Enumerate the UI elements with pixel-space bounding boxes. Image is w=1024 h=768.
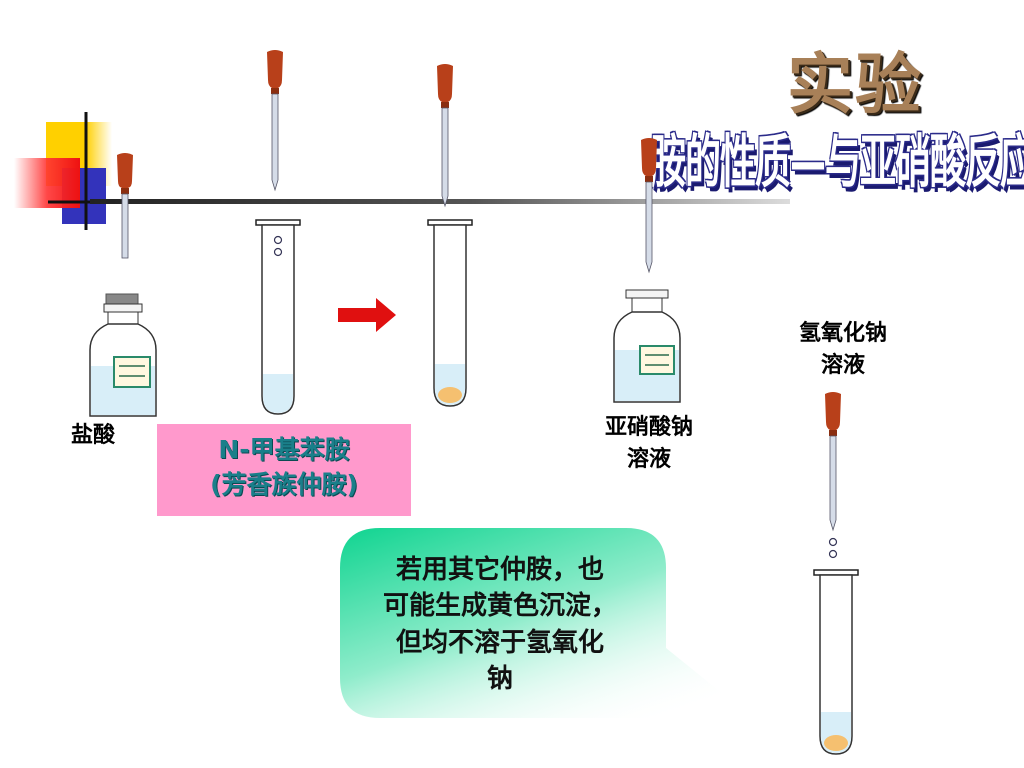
yellow-precipitate (438, 387, 462, 403)
dropper-icon (267, 50, 283, 192)
callout-line: 若用其它仲胺，也 (395, 555, 604, 585)
callout-line: 但均不溶于氢氧化 (395, 627, 604, 658)
callout-text: 若用其它仲胺，也 可能生成黄色沉淀， 但均不溶于氢氧化 钠 (350, 552, 650, 698)
reagent-bottle-icon (613, 289, 681, 403)
label-sodium-hydroxide-line1: 氢氧化钠 (798, 321, 887, 346)
label-sodium-nitrite-line1: 亚硝酸钠 (604, 415, 693, 440)
page-title: 实验 (787, 46, 923, 123)
callout-line: 钠 (486, 664, 513, 695)
test-tube-icon (813, 569, 859, 755)
dropper-icon (641, 138, 657, 274)
corner-decoration (14, 112, 118, 230)
test-tube-icon (427, 219, 473, 407)
header-line (90, 199, 790, 204)
compound-class: (芳香族仲胺) (210, 470, 358, 499)
callout-bubble (340, 528, 760, 724)
compound-label-box: N-甲基苯胺 (芳香族仲胺) (157, 424, 411, 516)
test-tube-icon (255, 219, 301, 415)
red-arrow-icon (338, 298, 396, 332)
label-sodium-nitrite: 亚硝酸钠 溶液 (582, 412, 716, 476)
callout-line: 可能生成黄色沉淀， (382, 591, 617, 622)
label-sodium-hydroxide-line2: 溶液 (820, 352, 865, 378)
red-square (14, 158, 80, 208)
label-hydrochloric-acid: 盐酸 (70, 423, 115, 448)
compound-name: N-甲基苯胺 (218, 435, 350, 464)
dropper-icon (437, 64, 453, 208)
dropper-icon (825, 392, 841, 559)
label-sodium-hydroxide: 氢氧化钠 溶液 (776, 318, 910, 382)
dropper-icon (117, 153, 133, 259)
label-sodium-nitrite-line2: 溶液 (626, 446, 671, 472)
reagent-bottle-icon (89, 293, 157, 417)
page-subtitle: 胺的性质—与亚硝酸反应 (650, 130, 1024, 196)
yellow-precipitate (824, 735, 848, 751)
